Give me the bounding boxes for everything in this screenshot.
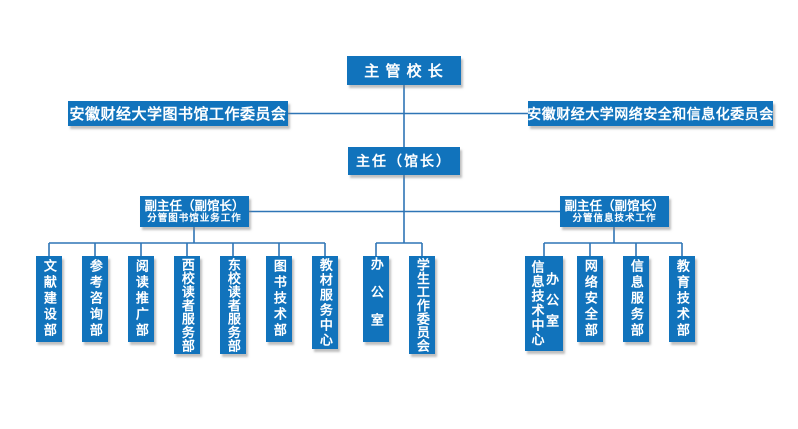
dept-reference-consulting: 参考咨询部 [82, 256, 108, 342]
dept-education-technology: 教育技术部 [669, 256, 695, 342]
dept-label: 信息服务部 [628, 259, 644, 339]
dept-label: 文献建设部 [41, 259, 57, 339]
node-cyber-committee: 安徽财经大学网络安全和信息化委员会 [527, 101, 773, 126]
dept-label: 东校读者服务部 [225, 257, 241, 353]
deputy-library-subtitle: 分管图书馆业务工作 [147, 213, 242, 224]
node-deputy-library: 副主任（副馆长） 分管图书馆业务工作 [140, 196, 249, 227]
dept-west-campus-reader-service: 西校读者服务部 [174, 256, 200, 354]
deputy-library-title: 副主任（副馆长） [144, 199, 245, 213]
deputy-it-subtitle: 分管信息技术工作 [572, 213, 657, 224]
node-library-committee: 安徽财经大学图书馆工作委员会 [68, 101, 288, 126]
dept-label-col2: 办公室 [544, 272, 560, 335]
dept-label: 网络安全部 [582, 259, 598, 339]
dept-student-work-committee: 学生工作委员会 [409, 256, 435, 354]
dept-it-center-office: 信息技术中心 办公室 [525, 256, 563, 351]
dept-network-security: 网络安全部 [577, 256, 603, 342]
deputy-it-title: 副主任（副馆长） [564, 199, 665, 213]
dept-label: 西校读者服务部 [179, 257, 195, 353]
dept-document-construction: 文献建设部 [36, 256, 62, 342]
dept-label: 参考咨询部 [87, 259, 103, 339]
dept-label: 教材服务中心 [317, 257, 333, 348]
node-president: 主 管 校 长 [347, 56, 461, 85]
dept-label: 阅读推广部 [133, 259, 149, 339]
node-director: 主任（馆长） [348, 147, 460, 175]
dept-east-campus-reader-service: 东校读者服务部 [220, 256, 246, 354]
dept-book-technology: 图书技术部 [266, 256, 292, 342]
dept-label: 办公室 [368, 257, 384, 341]
dept-information-service: 信息服务部 [623, 256, 649, 342]
dept-label: 学生工作委员会 [414, 257, 430, 353]
dept-reading-promotion: 阅读推广部 [128, 256, 154, 342]
dept-label-col1: 信息技术中心 [529, 260, 545, 347]
dept-office: 办公室 [363, 256, 389, 342]
dept-label: 教育技术部 [674, 259, 690, 339]
dept-label: 图书技术部 [271, 259, 287, 339]
node-deputy-it: 副主任（副馆长） 分管信息技术工作 [560, 196, 669, 227]
dept-textbook-service-center: 教材服务中心 [312, 256, 338, 349]
